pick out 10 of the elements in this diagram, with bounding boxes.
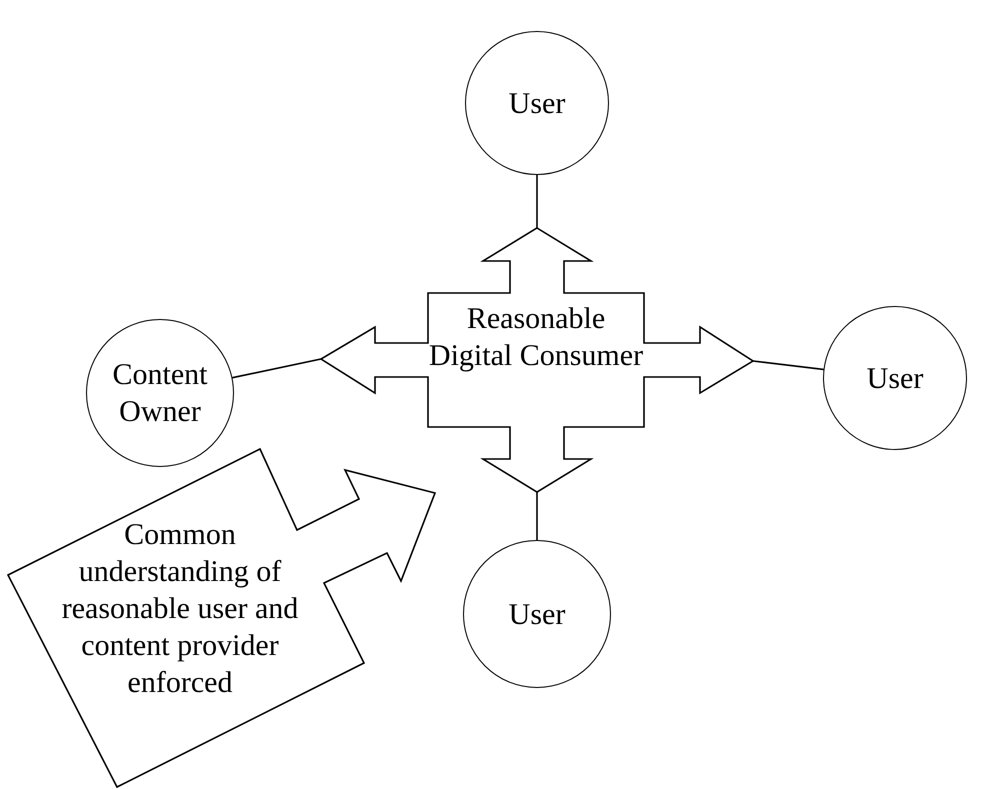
connector-line: [752, 360, 824, 370]
connector-line: [536, 492, 538, 540]
node-label: Common understanding of reasonable user and content provider enforced: [60, 517, 300, 701]
node-label: Content Owner: [112, 357, 208, 430]
connector-line: [536, 175, 538, 228]
node-label: User: [866, 360, 924, 396]
node-label: User: [508, 596, 566, 632]
node-label: User: [508, 86, 566, 122]
connector-line: [232, 358, 322, 378]
node-label: Reasonable Digital Consumer: [428, 301, 644, 374]
